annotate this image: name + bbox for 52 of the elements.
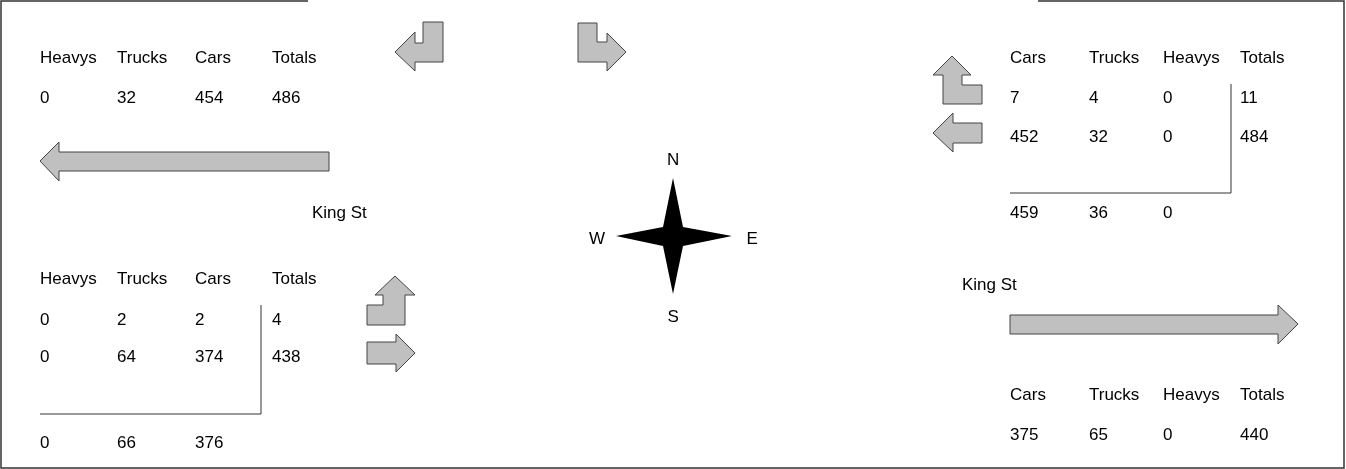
- count-value: 0: [40, 310, 50, 330]
- column-header: Heavys: [1163, 385, 1220, 405]
- column-header: Trucks: [117, 269, 168, 289]
- count-value: 0: [1163, 88, 1173, 108]
- count-value: 2: [117, 310, 127, 330]
- count-value: 376: [195, 433, 224, 453]
- count-value: 0: [1163, 425, 1173, 445]
- count-value: 4: [272, 310, 282, 330]
- column-header: Cars: [1010, 385, 1046, 405]
- column-header: Heavys: [40, 269, 97, 289]
- count-value: 454: [195, 88, 224, 108]
- column-header: Trucks: [1089, 385, 1140, 405]
- count-value: 0: [1163, 127, 1173, 147]
- column-header: Totals: [272, 48, 317, 68]
- count-value: 65: [1089, 425, 1108, 445]
- count-value: 459: [1010, 203, 1039, 223]
- compass-letter: N: [667, 150, 680, 170]
- column-header: Heavys: [40, 48, 97, 68]
- count-value: 36: [1089, 203, 1108, 223]
- count-value: 11: [1240, 88, 1258, 108]
- count-value: 0: [40, 347, 50, 367]
- column-header: Cars: [195, 48, 231, 68]
- column-header: Cars: [1010, 48, 1046, 68]
- street-name: King St: [962, 275, 1017, 295]
- column-header: Trucks: [117, 48, 168, 68]
- compass-letter: E: [746, 229, 758, 249]
- column-header: Cars: [195, 269, 231, 289]
- compass-letter: S: [667, 307, 679, 327]
- count-value: 0: [40, 88, 50, 108]
- count-value: 0: [40, 433, 50, 453]
- column-header: Totals: [272, 269, 317, 289]
- count-value: 0: [1163, 203, 1173, 223]
- count-value: 374: [195, 347, 224, 367]
- street-name: King St: [312, 203, 367, 223]
- count-value: 484: [1240, 127, 1269, 147]
- column-header: Trucks: [1089, 48, 1140, 68]
- count-value: 32: [1089, 127, 1108, 147]
- count-value: 486: [272, 88, 301, 108]
- count-value: 440: [1240, 425, 1269, 445]
- count-value: 375: [1010, 425, 1039, 445]
- count-value: 66: [117, 433, 136, 453]
- count-value: 4: [1089, 88, 1099, 108]
- column-header: Heavys: [1163, 48, 1220, 68]
- count-value: 2: [195, 310, 205, 330]
- count-value: 452: [1010, 127, 1039, 147]
- compass-letter: W: [589, 229, 606, 249]
- column-header: Totals: [1240, 385, 1285, 405]
- count-value: 438: [272, 347, 301, 367]
- column-header: Totals: [1240, 48, 1285, 68]
- count-value: 7: [1010, 88, 1020, 108]
- count-value: 64: [117, 347, 136, 367]
- count-value: 32: [117, 88, 136, 108]
